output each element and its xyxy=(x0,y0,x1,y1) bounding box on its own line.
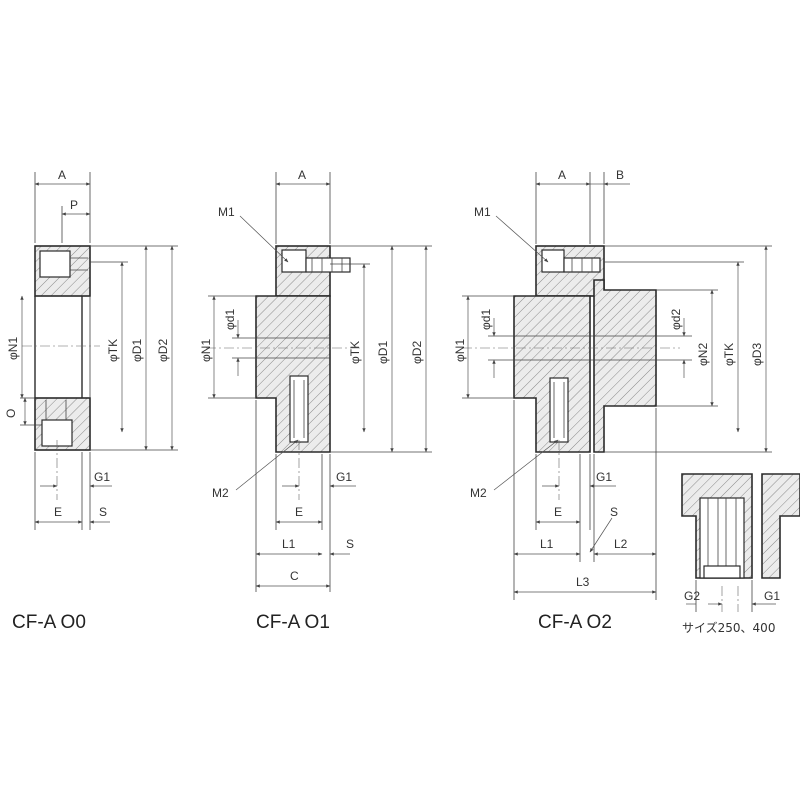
dim-c-label: C xyxy=(290,569,299,583)
dim-tk-label: φTK xyxy=(722,343,736,366)
screw-bore-top xyxy=(39,250,71,278)
dim-n1-label: φN1 xyxy=(6,337,20,360)
dim-d3-label: φD3 xyxy=(750,343,764,366)
dim-tk-label: φTK xyxy=(348,341,362,364)
dim-a-label: A xyxy=(58,168,66,182)
view-cf-a-o0: A P φN1 φTK φD1 φD2 O G1 E S xyxy=(4,168,178,633)
m2-label: M2 xyxy=(470,486,487,500)
dim-e-label: E xyxy=(554,505,562,519)
right-hub-body xyxy=(593,279,657,453)
detail-size-note: サイズ250、400 xyxy=(682,620,775,635)
dim-d2-label: φD2 xyxy=(156,339,170,362)
dim-e-label: E xyxy=(54,505,62,519)
dim-d2-label: φD2 xyxy=(410,341,424,364)
m1-screw xyxy=(305,257,351,273)
dim-l3-label: L3 xyxy=(576,575,590,589)
dim-e-label: E xyxy=(295,505,303,519)
screw-bore xyxy=(281,249,307,273)
m2-label: M2 xyxy=(212,486,229,500)
dim-p-label: P xyxy=(70,198,78,212)
dim-s-label: S xyxy=(610,505,618,519)
dim-n1-label: φN1 xyxy=(453,339,467,362)
dim-d1-small-label: φd1 xyxy=(223,309,237,330)
m2-bore xyxy=(289,375,309,443)
view-title: CF-A O1 xyxy=(256,612,330,633)
dim-o-label: O xyxy=(4,409,18,418)
dim-d1-small-label: φd1 xyxy=(479,309,493,330)
detail-view: G2 G1 サイズ250、400 xyxy=(681,473,800,635)
detail-g2-label: G2 xyxy=(684,589,700,603)
dim-s-label: S xyxy=(346,537,354,551)
dim-g1-label: G1 xyxy=(336,470,352,484)
dim-d2-small-label: φd2 xyxy=(669,309,683,330)
dim-n1-label: φN1 xyxy=(199,339,213,362)
dim-s-label: S xyxy=(99,505,107,519)
dim-n2-label: φN2 xyxy=(696,343,710,366)
dim-a-label: A xyxy=(558,168,566,182)
view-cf-a-o1: A M1 φN1 φd1 φTK φD1 φD2 M2 G1 E xyxy=(199,168,432,633)
dim-b-label: B xyxy=(616,168,624,182)
detail-g1-label: G1 xyxy=(764,589,780,603)
detail-screw-bore xyxy=(699,497,745,579)
screw-bore xyxy=(541,249,565,273)
m1-label: M1 xyxy=(474,205,491,219)
view-title: CF-A O2 xyxy=(538,612,612,633)
m1-label: M1 xyxy=(218,205,235,219)
dim-l1-label: L1 xyxy=(282,537,296,551)
dim-l2-label: L2 xyxy=(614,537,628,551)
dim-g1-label: G1 xyxy=(596,470,612,484)
dim-a-label: A xyxy=(298,168,306,182)
dim-d1-label: φD1 xyxy=(376,341,390,364)
view-cf-a-o2: A B M1 φN1 φd1 φd2 φN2 φTK φD3 M2 xyxy=(453,168,772,633)
dim-g1-label: G1 xyxy=(94,470,110,484)
dim-d1-label: φD1 xyxy=(130,339,144,362)
detail-right-hub xyxy=(761,473,800,579)
dim-tk-label: φTK xyxy=(106,339,120,362)
dim-l1-label: L1 xyxy=(540,537,554,551)
m2-bore xyxy=(549,377,569,443)
view-title: CF-A O0 xyxy=(12,612,86,633)
